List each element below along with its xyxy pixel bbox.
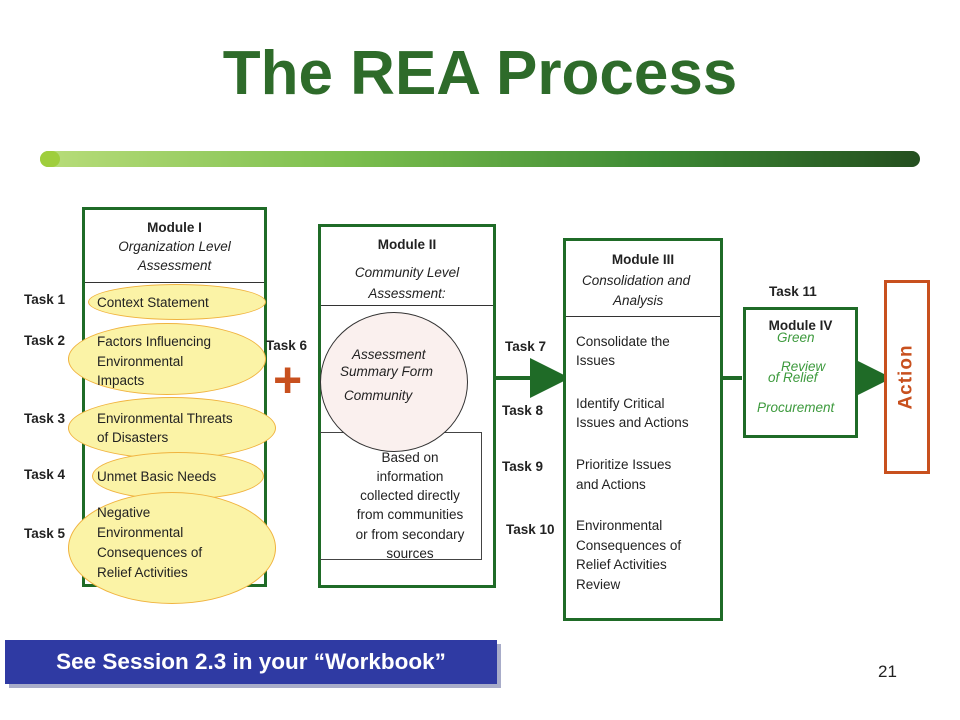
task-6-label: Task 6 (266, 338, 308, 353)
m1-item-negative-4: Relief Activities (97, 565, 188, 580)
m2-note-line-5: or from secondary (355, 527, 465, 542)
task-8-label: Task 8 (502, 403, 544, 418)
m1-item-negative-3: Consequences of (97, 545, 203, 560)
action-text-wrap: Action (884, 280, 930, 474)
module-4-review: Review (781, 359, 826, 374)
module-4-of-relief: of Relief (768, 370, 818, 385)
module-3-subtitle-1: Consolidation and (582, 273, 691, 288)
m2-note-line-4: from communities (356, 507, 464, 522)
m3-item-identify-1: Identify Critical (576, 396, 665, 411)
title-bar-accent (40, 151, 60, 167)
module-1-subtitle-2: Assessment (137, 258, 212, 273)
m2-note-line-1: Based on (381, 450, 439, 465)
module-4-green: Green (777, 330, 815, 345)
module-2-label: Module II (377, 237, 437, 252)
m3-item-identify-2: Issues and Actions (576, 415, 689, 430)
task-7-label: Task 7 (505, 339, 547, 354)
m2-note-line-6: sources (386, 546, 434, 561)
module-4-procurement: Procurement (757, 400, 835, 415)
module-1-label: Module I (147, 220, 202, 235)
m1-item-negative-1: Negative (97, 505, 151, 520)
ellipse-text-1: Assessment (352, 347, 426, 362)
task-3-label: Task 3 (24, 411, 66, 426)
assessment-ellipse (320, 312, 468, 452)
m1-item-negative-2: Environmental (97, 525, 184, 540)
m3-item-prioritize-2: and Actions (576, 477, 646, 492)
task-11-label: Task 11 (769, 284, 817, 299)
action-label: Action (896, 344, 918, 410)
ellipse-factors-influencing (68, 323, 266, 395)
task-1-label: Task 1 (24, 292, 66, 307)
module-2-subtitle-2: Assessment: (368, 286, 446, 301)
module-3-box (563, 238, 723, 621)
module-3-label: Module III (611, 252, 675, 267)
m3-item-consolidate-2: Issues (576, 353, 616, 368)
m1-item-factors-3: Impacts (97, 373, 145, 388)
ellipse-text-2: Summary Form (340, 364, 434, 379)
page-number: 21 (878, 662, 897, 681)
task-9-label: Task 9 (502, 459, 544, 474)
task-4-label: Task 4 (24, 467, 66, 482)
m3-item-prioritize-1: Prioritize Issues (576, 457, 672, 472)
m3-item-consolidate-1: Consolidate the (576, 334, 670, 349)
action-box (884, 280, 930, 474)
module-1-subtitle-1: Organization Level (118, 239, 231, 254)
module-4-box (743, 307, 858, 438)
module-4-label: Module IV (768, 318, 833, 333)
m3-item-env-4: Review (576, 577, 621, 592)
m1-item-unmet-needs: Unmet Basic Needs (97, 469, 217, 484)
module-1-divider (85, 282, 264, 283)
workbook-reference-banner: See Session 2.3 in your “Workbook” (5, 640, 497, 684)
module-2-subtitle-1: Community Level (354, 265, 460, 280)
title-underline-bar (40, 151, 920, 167)
task-10-label: Task 10 (506, 522, 555, 537)
m3-item-env-3: Relief Activities (576, 557, 667, 572)
ellipse-negative-consequences (68, 492, 276, 604)
m1-item-factors-1: Factors Influencing (97, 334, 212, 349)
m3-item-env-1: Environmental (576, 518, 663, 533)
m3-item-env-2: Consequences of (576, 538, 682, 553)
module-3-divider (566, 316, 720, 317)
m2-note-line-2: information (376, 469, 444, 484)
m1-item-context-statement: Context Statement (97, 295, 209, 310)
plus-sign: + (273, 352, 303, 408)
task-5-label: Task 5 (24, 526, 66, 541)
ellipse-text-3: Community (344, 388, 413, 403)
page-title: The REA Process (222, 39, 738, 108)
module-3-subtitle-2: Analysis (613, 293, 664, 308)
m2-note-line-3: collected directly (360, 488, 460, 503)
ellipse-context-statement (88, 284, 266, 320)
m1-item-factors-2: Environmental (97, 354, 184, 369)
module-2-divider (321, 305, 493, 306)
m1-item-threats-2: of Disasters (97, 430, 169, 445)
m1-item-threats-1: Environmental Threats (97, 411, 233, 426)
task-2-label: Task 2 (24, 333, 66, 348)
